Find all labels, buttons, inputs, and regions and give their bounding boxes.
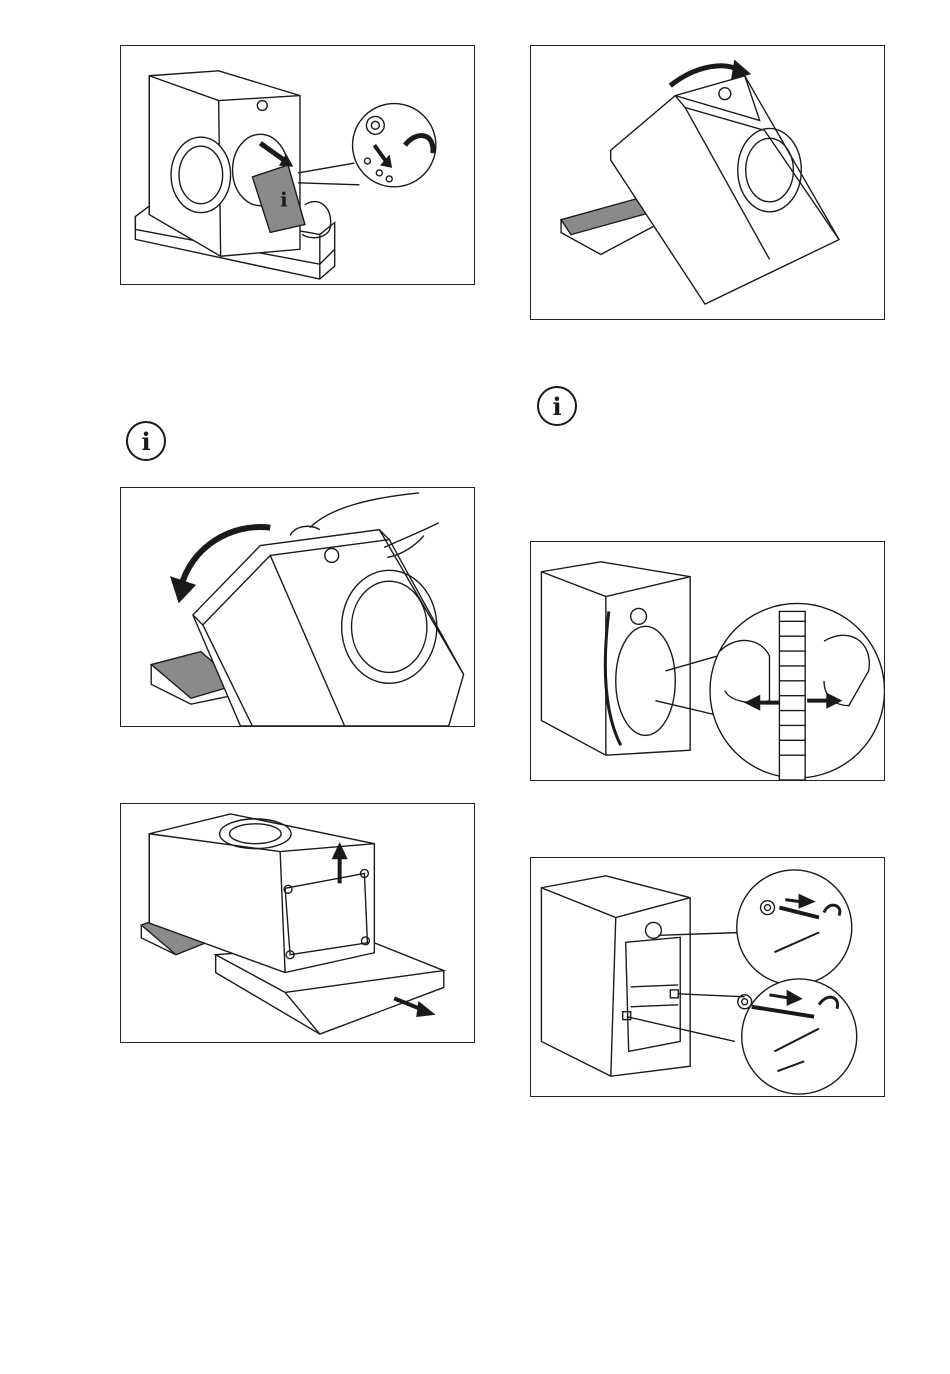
- illustration-remove-polystyrene-base: [120, 803, 475, 1043]
- info-icon: i: [536, 385, 578, 427]
- illustration-release-hoses-from-clips: [530, 541, 885, 781]
- svg-text:i: i: [552, 392, 561, 421]
- illustration-tilt-machine-back: [120, 487, 475, 727]
- illustration-remove-transit-bolts: [530, 857, 885, 1097]
- illustration-tilt-machine-forward: [530, 45, 885, 320]
- info-icon: i: [125, 420, 167, 462]
- svg-text:i: i: [141, 427, 150, 456]
- svg-text:i: i: [280, 188, 288, 212]
- illustration-remove-accessory-bag: i: [120, 45, 475, 285]
